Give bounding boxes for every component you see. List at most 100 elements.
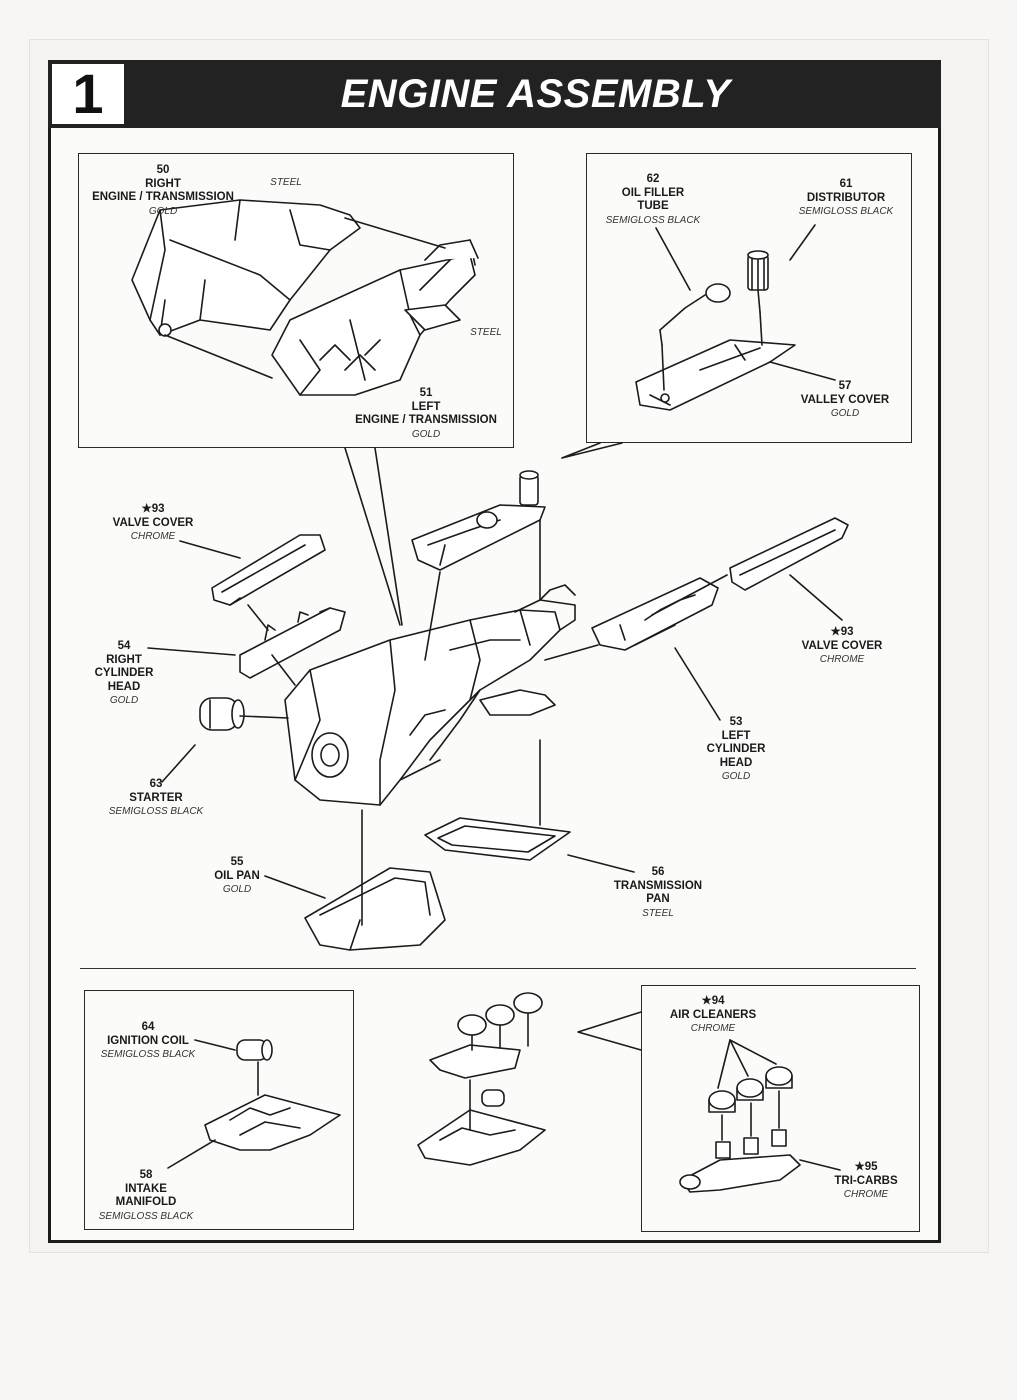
part-number: 61: [839, 178, 853, 190]
oil-pan-part: [304, 867, 446, 951]
main-engine-block-part: [284, 584, 576, 806]
part-color: GOLD: [222, 884, 252, 895]
label-part-95: ★95 TRI-CARBS CHROME: [826, 1161, 906, 1202]
ignition-coil-part: [236, 1039, 273, 1061]
step-number: 1: [52, 64, 124, 124]
label-part-51: 51 LEFT ENGINE / TRANSMISSION GOLD: [346, 387, 506, 441]
part-number: 56: [651, 866, 665, 878]
header-bar: [48, 60, 941, 128]
label-part-58: 58 INTAKE MANIFOLD SEMIGLOSS BLACK: [92, 1169, 200, 1223]
page-title: ENGINE ASSEMBLY: [340, 71, 731, 116]
part-color: STEEL: [270, 177, 302, 188]
part-color: CHROME: [843, 1189, 889, 1200]
part-number: 55: [230, 856, 244, 868]
assembly-arrow-50-b: [164, 334, 273, 379]
part-number: 53: [729, 716, 743, 728]
part-number: 63: [149, 778, 163, 790]
part-color: SEMIGLOSS BLACK: [108, 806, 204, 817]
part-color: STEEL: [642, 907, 674, 919]
label-steel-a: STEEL: [258, 176, 314, 190]
part-color: CHROME: [130, 531, 176, 542]
part-name: ENGINE / TRANSMISSION: [92, 191, 234, 203]
part-color: GOLD: [830, 408, 860, 419]
part-number: 62: [646, 173, 660, 185]
inset-intake-manifold: [84, 990, 354, 1230]
valve-cover-left-part: [211, 534, 326, 606]
label-part-50: 50 RIGHT ENGINE / TRANSMISSION GOLD: [78, 164, 248, 218]
leader-56: [567, 854, 635, 873]
part-name: OIL PAN: [214, 869, 260, 882]
part-name: HEAD: [107, 680, 141, 693]
label-part-57: 57 VALLEY COVER GOLD: [790, 380, 900, 421]
leader-58: [167, 1139, 216, 1169]
leader-57: [769, 361, 836, 381]
label-part-64: 64 IGNITION COIL SEMIGLOSS BLACK: [96, 1021, 200, 1062]
leader-93b: [789, 574, 843, 621]
assembly-arrow-50-a: [344, 217, 446, 249]
part-color: GOLD: [109, 695, 139, 706]
part-number: 58: [139, 1169, 153, 1181]
part-name: TRI-CARBS: [834, 1174, 898, 1187]
part-color: CHROME: [819, 654, 865, 665]
tri-carbs-part: [679, 1129, 801, 1193]
assembled-intake-part: [417, 992, 546, 1166]
inset-tri-carbs: [641, 985, 920, 1232]
part-color: STEEL: [470, 327, 502, 338]
leader-94-b: [729, 1039, 749, 1077]
part-name: AIR CLEANERS: [669, 1008, 757, 1021]
leader-53: [674, 647, 721, 721]
part-name: LEFT: [721, 729, 751, 742]
left-engine-half-part: [271, 239, 479, 396]
part-name: LEFT: [411, 400, 441, 413]
part-name: TUBE: [637, 200, 669, 212]
label-part-93-left: ★93 VALVE COVER CHROME: [100, 503, 206, 544]
leader-54: [147, 647, 236, 656]
label-part-54: 54 RIGHT CYLINDER HEAD GOLD: [84, 640, 164, 708]
transmission-pan-part: [424, 817, 571, 861]
part-number: ★95: [854, 1161, 878, 1173]
label-part-53: 53 LEFT CYLINDER HEAD GOLD: [696, 716, 776, 784]
part-number: 54: [117, 640, 131, 652]
part-name: VALVE COVER: [112, 516, 194, 529]
part-color: SEMIGLOSS BLACK: [798, 206, 894, 217]
part-color: SEMIGLOSS BLACK: [98, 1210, 194, 1222]
arrow-leftcover-to-head: [651, 574, 728, 616]
part-name: VALLEY COVER: [800, 393, 890, 406]
starter-part: [199, 697, 245, 731]
leader-55: [264, 875, 326, 899]
distributor-part: [747, 250, 769, 313]
label-part-56: 56 TRANSMISSION PAN STEEL: [604, 866, 712, 920]
part-color: GOLD: [148, 205, 178, 217]
part-color: GOLD: [721, 771, 751, 782]
part-number: ★93: [830, 626, 854, 638]
right-cylinder-head-part: [239, 607, 346, 679]
part-name: VALVE COVER: [801, 639, 883, 652]
part-name: STARTER: [129, 791, 183, 804]
right-engine-half-part: [131, 199, 361, 337]
label-part-62: 62 OIL FILLER TUBE SEMIGLOSS BLACK: [598, 173, 708, 227]
part-name: PAN: [646, 893, 670, 905]
callout-wedge-top-right: [561, 442, 623, 459]
part-number: 51: [419, 387, 433, 399]
valley-cover-part: [635, 339, 796, 411]
part-name: ENGINE / TRANSMISSION: [355, 414, 497, 426]
callout-wedge-bottom-right: [577, 1011, 642, 1051]
part-name: RIGHT: [106, 653, 142, 666]
leader-94-c: [729, 1039, 777, 1065]
part-name: HEAD: [719, 756, 753, 769]
part-number: ★94: [701, 995, 725, 1007]
leader-93a: [179, 540, 241, 559]
part-name: CYLINDER: [706, 743, 766, 755]
part-name: OIL FILLER: [621, 186, 685, 199]
intake-manifold-part: [204, 1094, 341, 1151]
oil-filler-tube-part: [659, 283, 731, 346]
part-name: INTAKE: [125, 1182, 167, 1195]
arrow-valve-cover-to-head: [247, 604, 269, 631]
inset-engine-halves: [78, 153, 514, 448]
part-number: 64: [141, 1021, 155, 1033]
label-part-63: 63 STARTER SEMIGLOSS BLACK: [100, 778, 212, 819]
leader-63: [161, 744, 196, 783]
part-color: GOLD: [411, 428, 441, 440]
section-divider: [80, 968, 916, 969]
arrow-starter-to-block: [239, 715, 289, 719]
